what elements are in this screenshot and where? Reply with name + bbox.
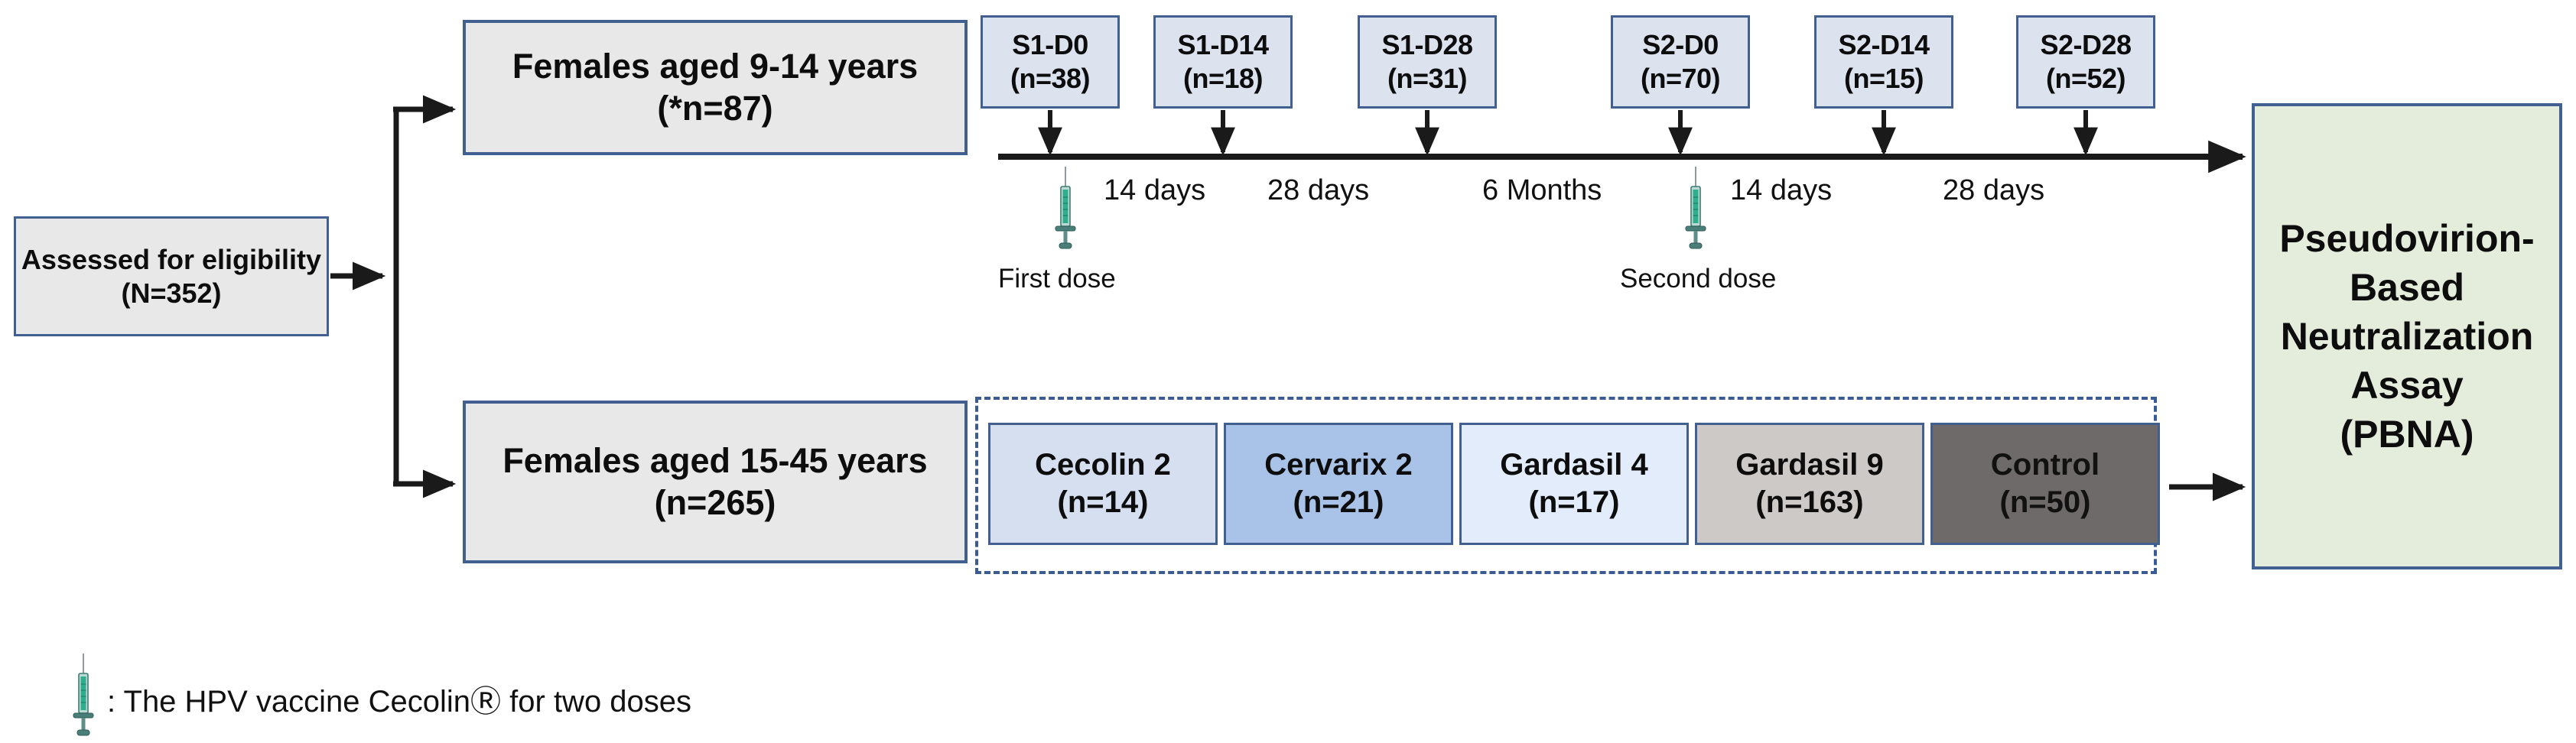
timepoint-label: S2-D0 (1642, 29, 1719, 61)
syringe-icon-legend (72, 654, 95, 743)
arm-name: Control (1990, 448, 2100, 482)
timepoint-box-s2-d0: S2-D0 (n=70) (1611, 15, 1750, 109)
syringe-icon-second-dose (1684, 167, 1707, 256)
timepoint-count: (n=52) (2045, 63, 2126, 94)
timepoint-count: (n=38) (1010, 63, 1091, 94)
arm-box-cervarix-2: Cervarix 2 (n=21) (1224, 423, 1453, 545)
timepoint-label: S1-D28 (1381, 29, 1473, 61)
timepoint-box-s1-d14: S1-D14 (n=18) (1153, 15, 1293, 109)
timepoint-label: S1-D14 (1177, 29, 1269, 61)
assessed-count: (N=352) (121, 277, 222, 309)
arm-count: (n=21) (1293, 485, 1384, 519)
dose-label-second: Second dose (1620, 264, 1777, 294)
timepoint-label: S2-D28 (2040, 29, 2132, 61)
interval-label-28-days-second: 28 days (1943, 174, 2045, 206)
dose-label-first: First dose (998, 264, 1116, 294)
outcome-line-3: Neutralization (2280, 315, 2534, 358)
cohort-box-15-45: Females aged 15-45 years (n=265) (463, 401, 968, 563)
outcome-line-5: (PBNA) (2340, 413, 2474, 456)
timepoint-box-s1-d0: S1-D0 (n=38) (981, 15, 1120, 109)
cohort-adult-count: (n=265) (654, 482, 776, 522)
arm-box-gardasil-4: Gardasil 4 (n=17) (1459, 423, 1689, 545)
timepoint-box-s1-d28: S1-D28 (n=31) (1358, 15, 1497, 109)
arm-count: (n=14) (1057, 485, 1149, 519)
syringe-icon-first-dose (1054, 167, 1077, 256)
timepoint-box-s2-d14: S2-D14 (n=15) (1814, 15, 1953, 109)
interval-label-28-days-first: 28 days (1267, 174, 1370, 206)
arm-box-gardasil-9: Gardasil 9 (n=163) (1695, 423, 1924, 545)
assessed-for-eligibility-box: Assessed for eligibility (N=352) (14, 216, 329, 336)
timepoint-box-s2-d28: S2-D28 (n=52) (2016, 15, 2155, 109)
outcome-line-4: Assay (2350, 364, 2464, 407)
timepoint-count: (n=31) (1387, 63, 1468, 94)
timepoint-count: (n=70) (1640, 63, 1721, 94)
timepoint-label: S2-D14 (1838, 29, 1930, 61)
timepoint-drop-arrows (1038, 110, 2098, 156)
timepoint-count: (n=18) (1182, 63, 1264, 94)
arm-name: Cervarix 2 (1264, 448, 1413, 482)
arm-count: (n=50) (1999, 485, 2091, 519)
interval-label-14-days-first: 14 days (1104, 174, 1206, 206)
assessed-label: Assessed for eligibility (21, 243, 322, 275)
cohort-young-count: (*n=87) (657, 88, 773, 128)
arm-name: Cecolin 2 (1035, 448, 1171, 482)
arm-count: (n=163) (1755, 485, 1864, 519)
arm-box-control: Control (n=50) (1930, 423, 2160, 545)
cohort-adult-label: Females aged 15-45 years (503, 440, 928, 480)
cohort-box-9-14: Females aged 9-14 years (*n=87) (463, 20, 968, 155)
arm-name: Gardasil 9 (1735, 448, 1884, 482)
timepoint-label: S1-D0 (1012, 29, 1088, 61)
interval-label-14-days-second: 14 days (1730, 174, 1833, 206)
arm-count: (n=17) (1528, 485, 1620, 519)
legend: : The HPV vaccine CecolinⓇ for two doses (72, 654, 691, 743)
interval-label-6-months: 6 Months (1482, 174, 1602, 206)
outcome-box-pbna: Pseudovirion- Based Neutralization Assay… (2252, 103, 2562, 569)
arm-name: Gardasil 4 (1500, 448, 1648, 482)
outcome-line-2: Based (2349, 266, 2465, 309)
timepoint-count: (n=15) (1843, 63, 1924, 94)
cohort-young-label: Females aged 9-14 years (512, 46, 919, 86)
arm-box-cecolin-2: Cecolin 2 (n=14) (988, 423, 1218, 545)
legend-text: : The HPV vaccine CecolinⓇ for two doses (107, 684, 692, 719)
outcome-line-1: Pseudovirion- (2279, 217, 2535, 260)
